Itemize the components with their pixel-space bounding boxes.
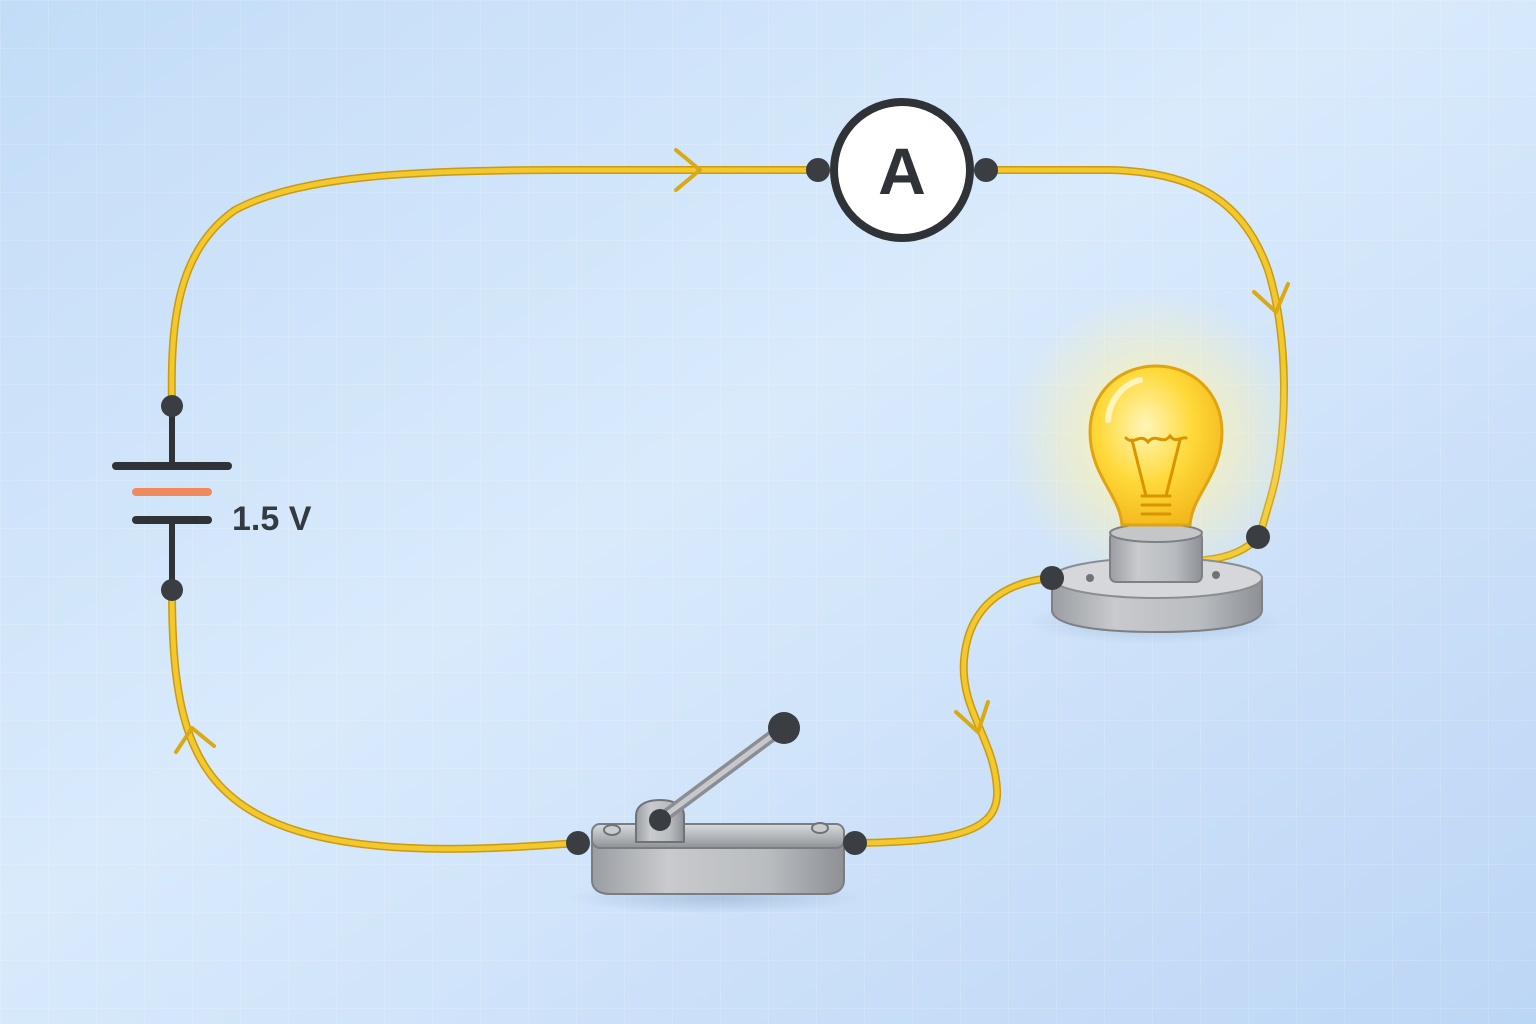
switch-handle-knob[interactable]	[768, 712, 800, 744]
bulb-terminal-left[interactable]	[1040, 566, 1064, 590]
battery-voltage-label: 1.5 V	[232, 500, 312, 538]
ammeter-terminal-left[interactable]	[806, 158, 830, 182]
ammeter-symbol: A	[878, 134, 926, 208]
battery-icon	[112, 395, 232, 601]
light-bulb-icon[interactable]	[1005, 290, 1305, 644]
arrow-icon	[954, 700, 990, 734]
ammeter-icon[interactable]: A	[806, 98, 998, 242]
switch-terminal-left[interactable]	[566, 831, 590, 855]
arrow-icon	[674, 148, 702, 192]
battery-terminal-bottom[interactable]	[161, 579, 183, 601]
switch-terminal-right[interactable]	[843, 831, 867, 855]
arrow-icon	[174, 726, 216, 754]
ammeter-terminal-right[interactable]	[974, 158, 998, 182]
current-arrows	[174, 148, 1290, 754]
bulb-terminal-right[interactable]	[1246, 525, 1270, 549]
battery-terminal-top[interactable]	[161, 395, 183, 417]
knife-switch-icon[interactable]	[566, 712, 868, 914]
arrow-icon	[1252, 282, 1290, 314]
